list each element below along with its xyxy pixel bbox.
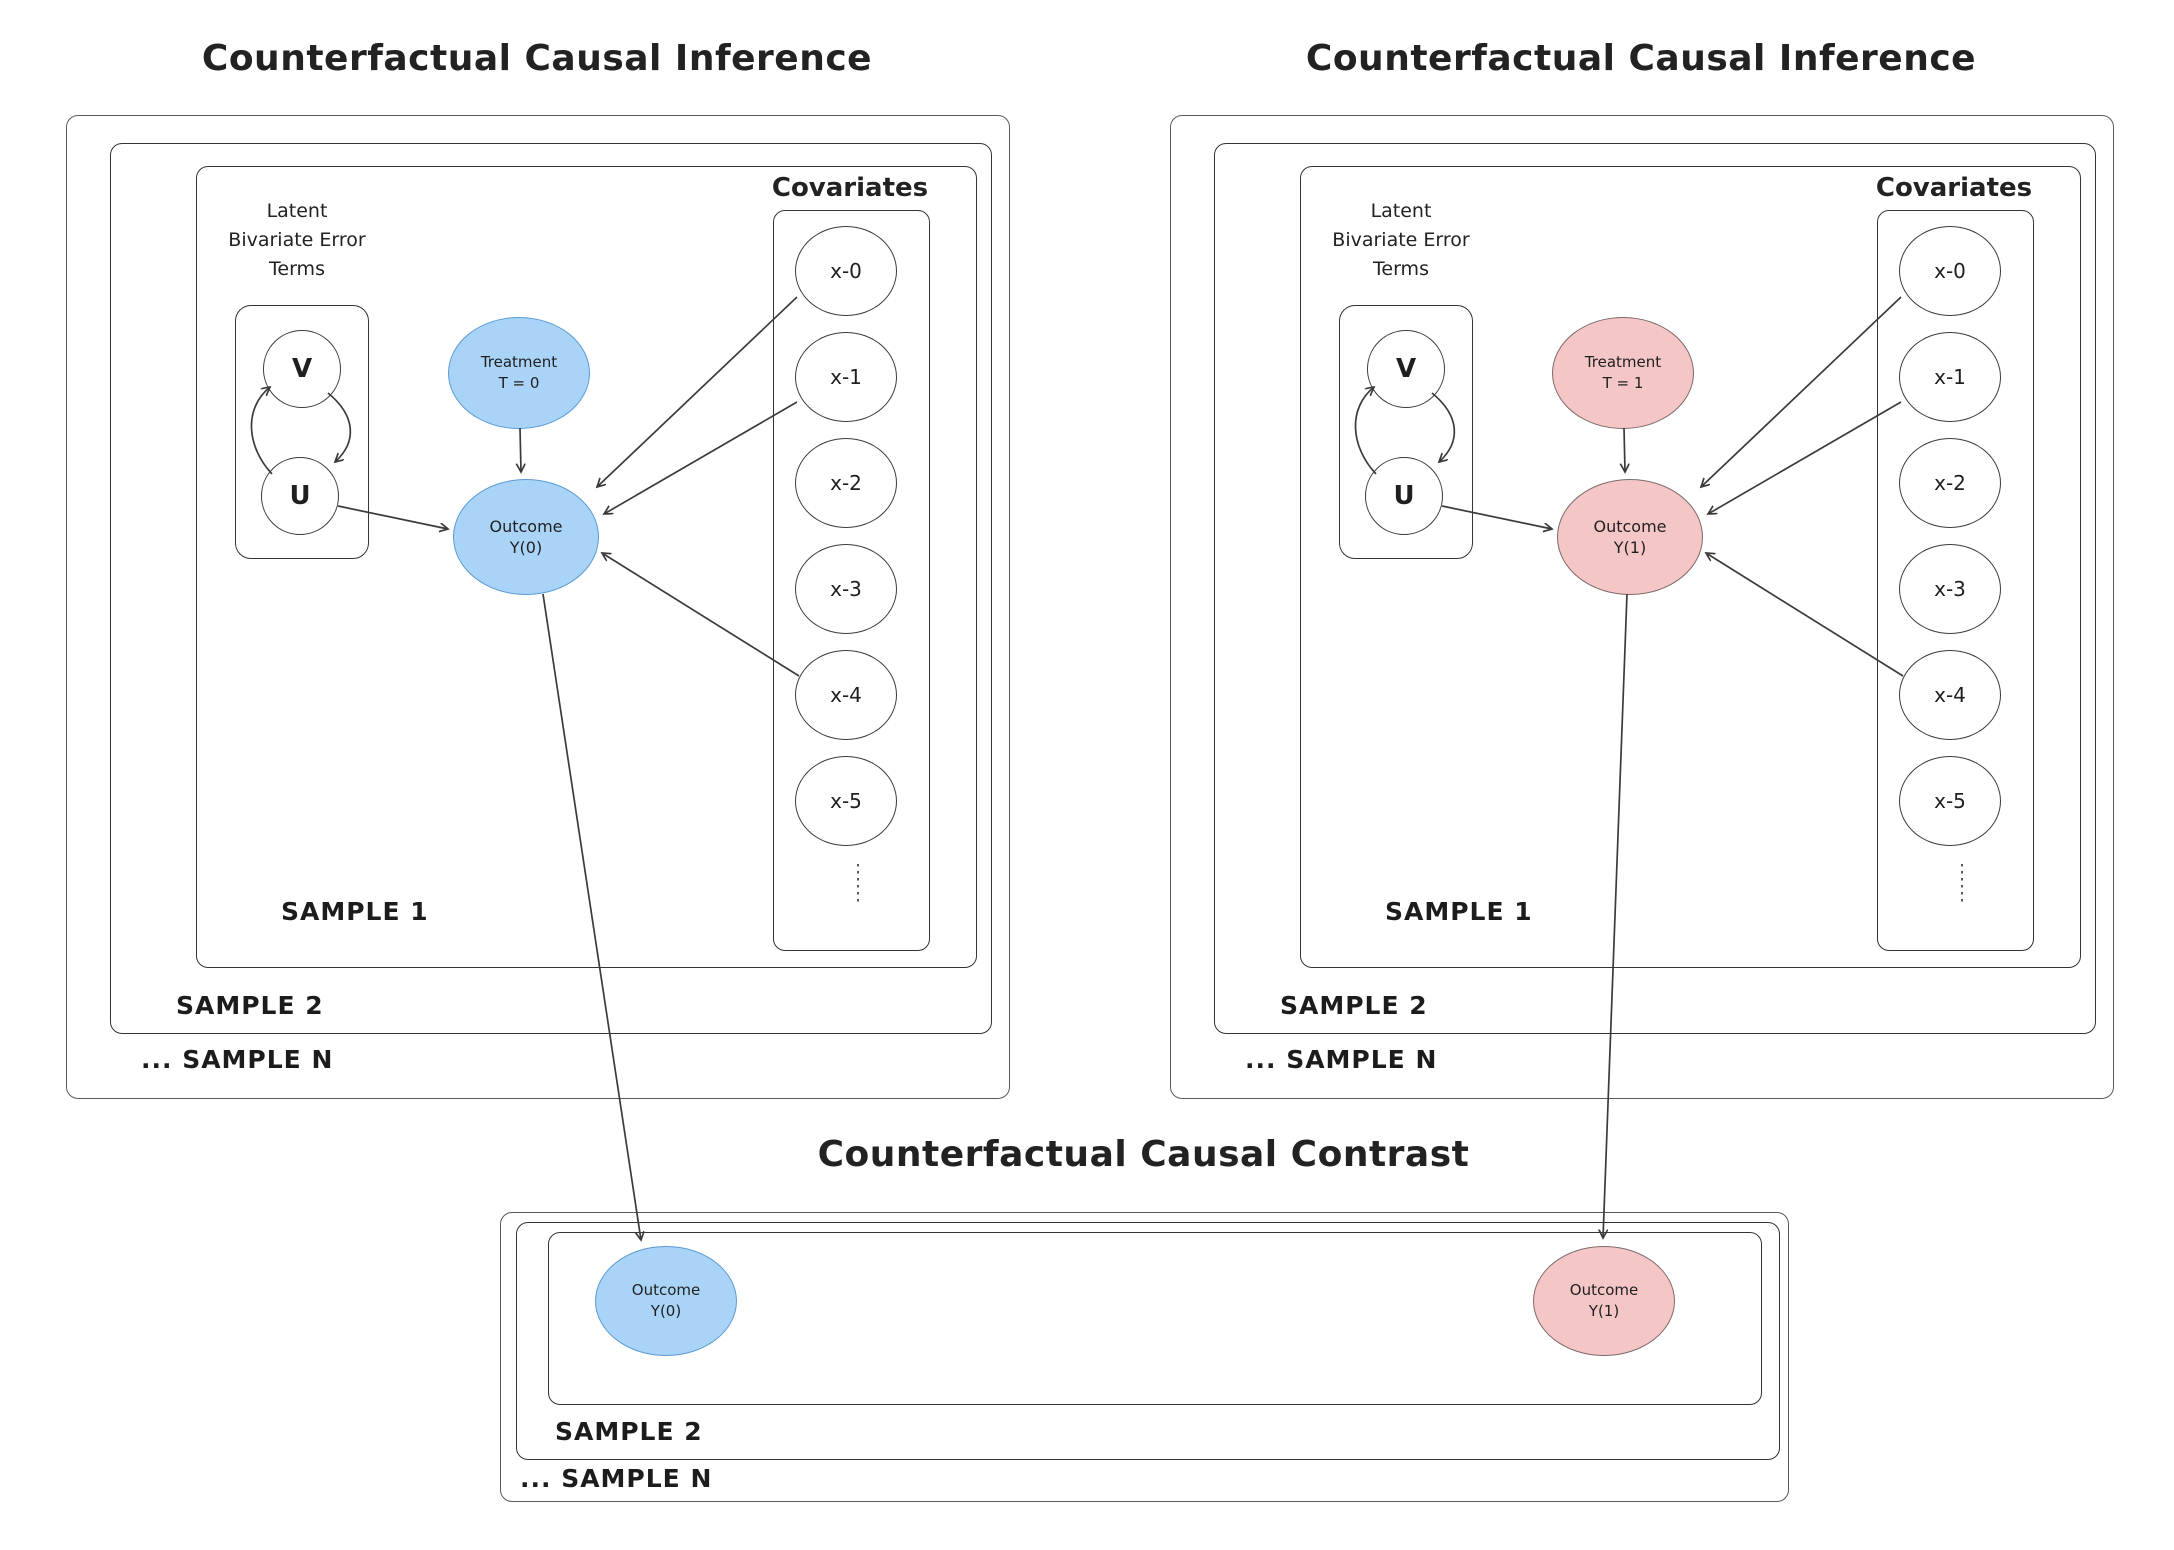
left-sample-2-label: SAMPLE 2	[176, 991, 324, 1020]
left-covariate-x5: x-5	[795, 756, 897, 846]
right-sample-1-label: SAMPLE 1	[1385, 897, 1533, 926]
left-treatment-node: Treatment T = 0	[448, 317, 590, 429]
left-inference-panel: Latent Bivariate Error Terms V U Treatme…	[66, 115, 1010, 1099]
left-sample-n-label: ... SAMPLE N	[141, 1045, 334, 1074]
right-covariate-x2: x-2	[1899, 438, 2001, 528]
right-latent-terms-box	[1339, 305, 1473, 559]
left-sample-1-label: SAMPLE 1	[281, 897, 429, 926]
right-covariates-title: Covariates	[1875, 173, 2033, 203]
contrast-panel: Outcome Y(0) Outcome Y(1) SAMPLE 2 ... S…	[500, 1212, 1789, 1502]
right-sample-2-label: SAMPLE 2	[1280, 991, 1428, 1020]
right-v-node: V	[1367, 330, 1445, 408]
contrast-title: Counterfactual Causal Contrast	[817, 1134, 1470, 1175]
right-covariate-x1: x-1	[1899, 332, 2001, 422]
right-covariate-x5: x-5	[1899, 756, 2001, 846]
right-sample-1-box	[1300, 166, 2081, 968]
contrast-sample-n-box	[500, 1212, 1789, 1502]
contrast-sample-2-label: SAMPLE 2	[555, 1417, 703, 1446]
right-inference-panel: Latent Bivariate Error Terms V U Treatme…	[1170, 115, 2114, 1099]
right-treatment-node: Treatment T = 1	[1552, 317, 1694, 429]
left-sample-n-box	[66, 115, 1010, 1099]
right-latent-error-terms-label: Latent Bivariate Error Terms	[1332, 200, 1470, 280]
left-covariate-x4: x-4	[795, 650, 897, 740]
left-covariate-x3: x-3	[795, 544, 897, 634]
right-covariate-x0: x-0	[1899, 226, 2001, 316]
right-covariate-x3: x-3	[1899, 544, 2001, 634]
left-latent-terms-box	[235, 305, 369, 559]
left-latent-error-terms-label: Latent Bivariate Error Terms	[228, 200, 366, 280]
contrast-outcome-y1-node: Outcome Y(1)	[1533, 1246, 1675, 1356]
right-panel-title: Counterfactual Causal Inference	[1305, 38, 1977, 79]
left-covariates-title: Covariates	[771, 173, 929, 203]
right-outcome-node: Outcome Y(1)	[1557, 479, 1703, 595]
contrast-sample-2-box	[516, 1222, 1780, 1460]
right-covariate-x4: x-4	[1899, 650, 2001, 740]
right-u-node: U	[1365, 457, 1443, 535]
left-covariate-x0: x-0	[795, 226, 897, 316]
left-v-node: V	[263, 330, 341, 408]
right-sample-2-box	[1214, 143, 2096, 1034]
right-sample-n-box	[1170, 115, 2114, 1099]
right-sample-n-label: ... SAMPLE N	[1245, 1045, 1438, 1074]
left-covariate-x1: x-1	[795, 332, 897, 422]
left-covariate-x2: x-2	[795, 438, 897, 528]
left-panel-title: Counterfactual Causal Inference	[201, 38, 873, 79]
contrast-sample-n-label: ... SAMPLE N	[520, 1464, 713, 1493]
left-outcome-node: Outcome Y(0)	[453, 479, 599, 595]
contrast-sample-1-box	[548, 1232, 1762, 1405]
left-u-node: U	[261, 457, 339, 535]
contrast-outcome-y0-node: Outcome Y(0)	[595, 1246, 737, 1356]
